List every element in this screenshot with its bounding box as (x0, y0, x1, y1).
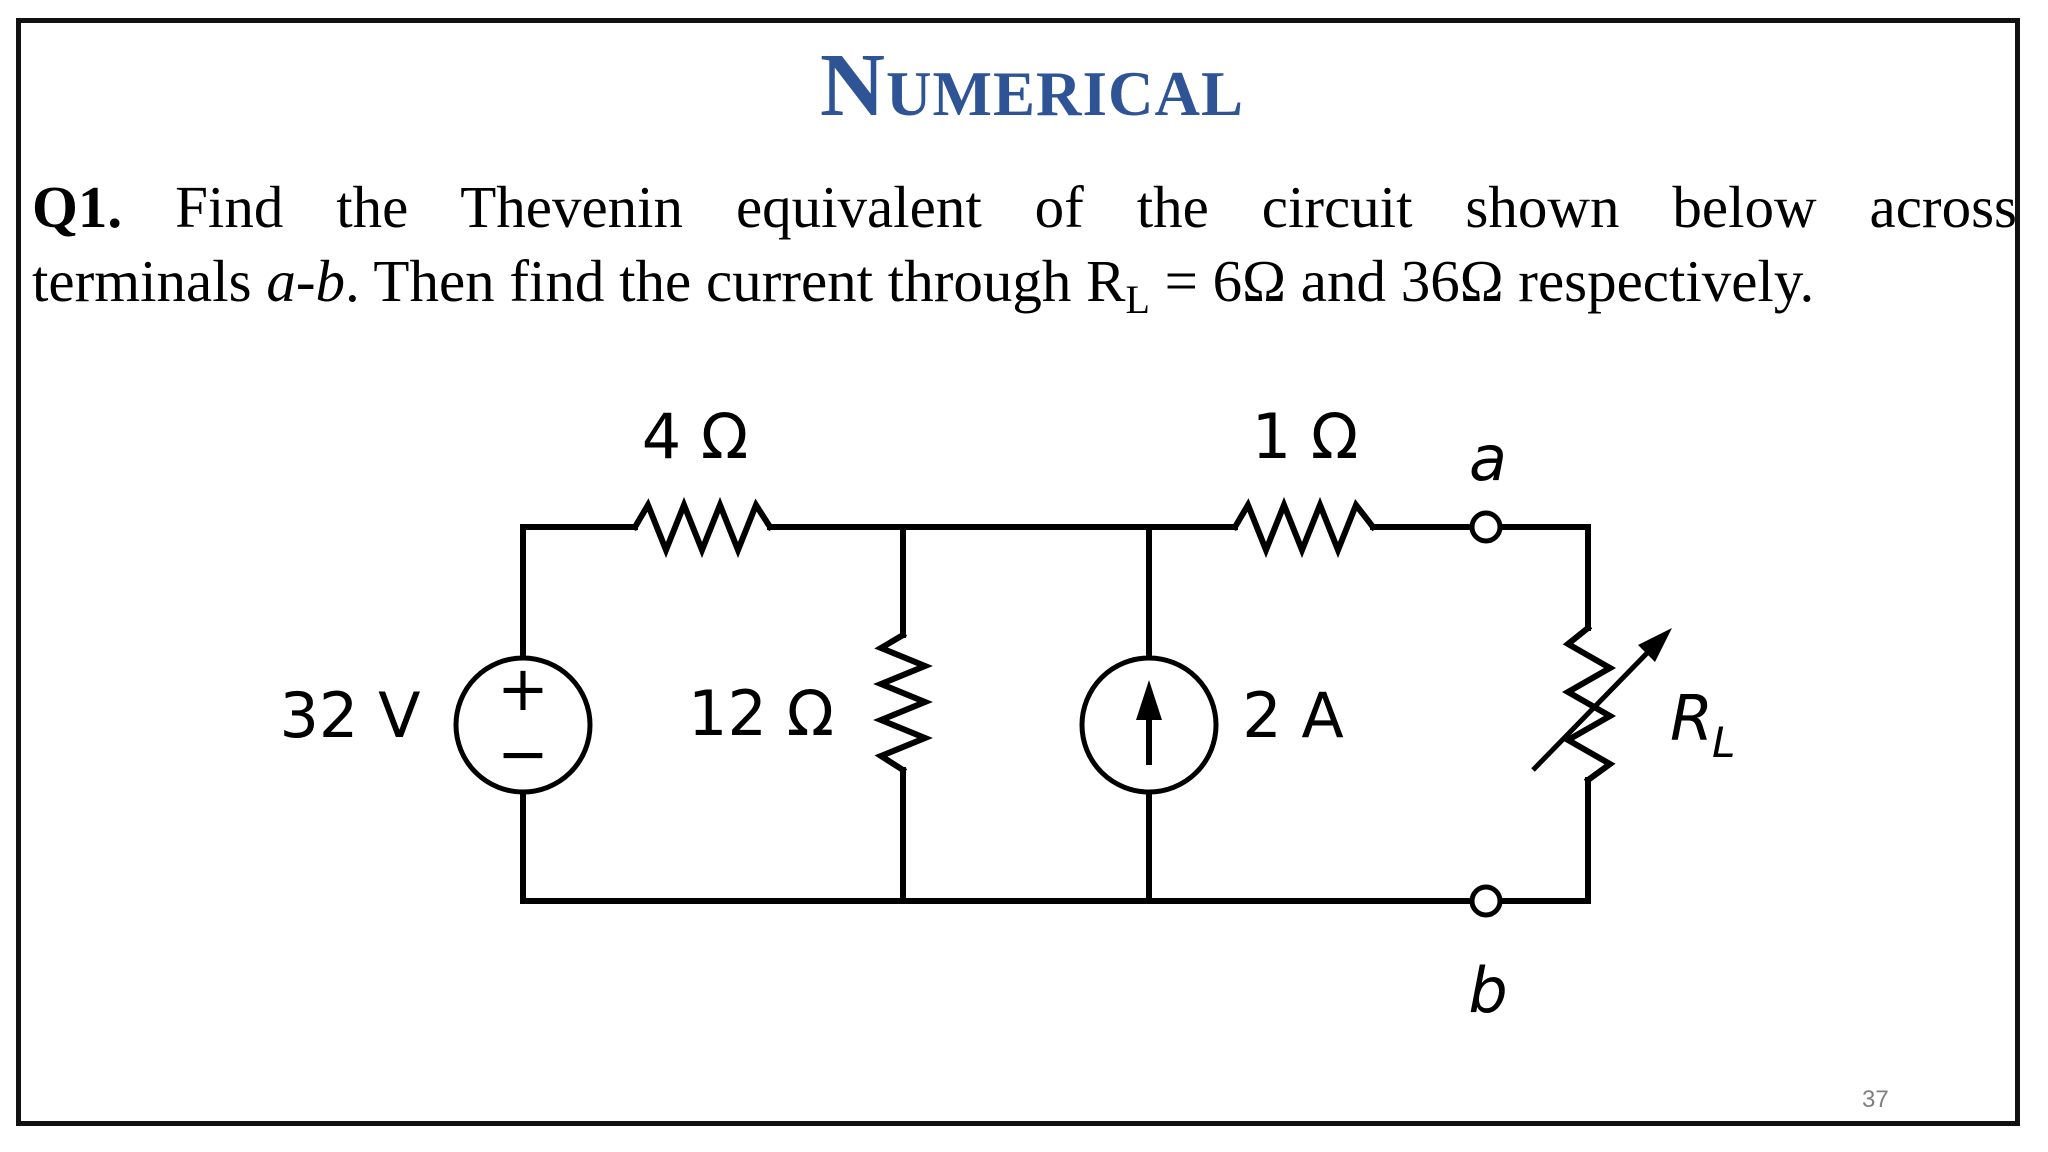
label-terminal-a: a (1469, 422, 1507, 495)
current-source-arrowhead-icon (1136, 680, 1162, 720)
terminal-a-node (1469, 510, 1503, 544)
resistor-load (1561, 623, 1617, 785)
load-variable-arrow-icon (1531, 646, 1654, 772)
question-terminal-a: a (266, 248, 296, 314)
resistor-12-ohm (873, 630, 933, 775)
question-text: Q1. Find the Thevenin equivalent of the … (32, 170, 2017, 337)
page-number: 37 (1862, 1086, 1889, 1113)
voltage-source (453, 655, 593, 795)
question-line-2-pre: terminals (32, 248, 267, 314)
question-label: Q1. (32, 174, 123, 240)
question-line-2: terminals a-b. Then find the current thr… (32, 244, 2017, 337)
question-terminal-dash: - (295, 248, 316, 314)
label-terminal-b: b (1468, 954, 1507, 1027)
question-terminal-b: b (315, 248, 345, 314)
question-line-2-post: = 6Ω and 36Ω respectively. (1149, 248, 1815, 314)
resistor-4-ohm (630, 496, 775, 559)
wire-a-to-right (1497, 524, 1591, 631)
label-2-amp: 2 A (1242, 679, 1344, 752)
voltage-source-plus: + (497, 652, 549, 725)
wire-right-bottom (1497, 777, 1591, 904)
label-load-r: R (1670, 682, 1713, 755)
label-load-subscript: L (1712, 718, 1735, 767)
terminal-b-node (1469, 884, 1503, 918)
wire-bottom (520, 790, 1475, 904)
slide-title: Numerical (819, 36, 1244, 135)
label-1-ohm: 1 Ω (1252, 400, 1359, 473)
slide-frame (16, 18, 2020, 1126)
label-4-ohm: 4 Ω (642, 400, 749, 473)
question-line-1: Q1. Find the Thevenin equivalent of the … (32, 170, 2017, 244)
question-line-1-text: Find the Thevenin equivalent of the circ… (175, 174, 2018, 240)
resistor-1-ohm (1230, 496, 1378, 559)
question-line-2-mid: . Then find the current through R (344, 248, 1126, 314)
load-variable-arrowhead-icon (1638, 628, 1672, 662)
voltage-source-minus: − (497, 717, 549, 790)
label-32-volt: 32 V (279, 679, 420, 752)
question-rl-subscript: L (1125, 277, 1150, 322)
label-12-ohm: 12 Ω (688, 677, 834, 750)
